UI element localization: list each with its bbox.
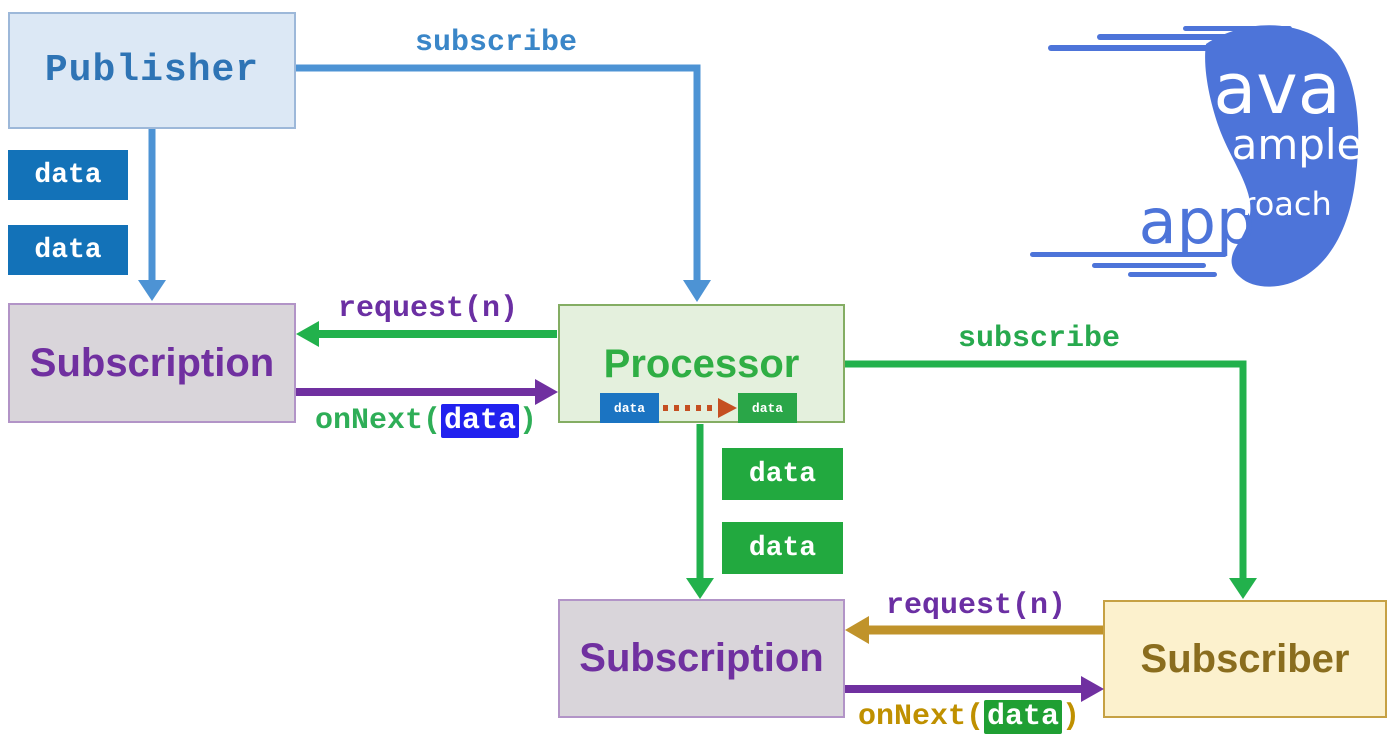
arrow-processor-to-subscription-bottom (686, 424, 714, 599)
subscribe-label-green: subscribe (958, 322, 1121, 356)
onnext-label-bottom: onNext(data) (858, 700, 1080, 734)
logo-stripe-bottom-2 (1092, 263, 1206, 268)
onnext-close: ) (519, 404, 538, 438)
publisher-data-token-2: data (8, 225, 128, 275)
logo-text-ava: ava (1213, 48, 1340, 130)
onnext-open: onNext( (315, 404, 442, 438)
request-label-top: request(n) (338, 292, 519, 326)
processor-label: Processor (603, 342, 800, 386)
onnext-arrow-subscription-to-processor (296, 379, 558, 405)
processor-input-token: data (600, 393, 659, 423)
processor-data-token-2: data (722, 522, 843, 574)
processor-output-token: data (738, 393, 797, 423)
request-label-bottom: request(n) (886, 589, 1067, 623)
onnext-data-token-blue: data (441, 404, 520, 438)
subscribe-label-top: subscribe (415, 26, 578, 60)
publisher-data-token-1: data (8, 150, 128, 200)
logo-text-roach: roach (1242, 185, 1332, 223)
logo-stripe-bottom-1 (1030, 252, 1227, 257)
logo-text-ample: ample (1232, 120, 1363, 169)
subscription-left-node: Subscription (8, 303, 296, 423)
subscribe-arrow-processor-to-subscriber (845, 360, 1257, 599)
onnext-open-bottom: onNext( (858, 700, 985, 734)
processor-data-token-1: data (722, 448, 843, 500)
publisher-label: Publisher (44, 49, 260, 92)
arrow-publisher-to-subscription (138, 129, 166, 301)
onnext-arrow-subscription-to-subscriber (845, 676, 1104, 702)
onnext-close-bottom: ) (1062, 700, 1081, 734)
subscription-bottom-node: Subscription (558, 599, 845, 718)
logo-text-app: app (1139, 185, 1256, 258)
subscriber-label: Subscriber (1140, 636, 1350, 681)
logo-stripe-top-3 (1048, 45, 1235, 51)
publisher-node: Publisher (8, 12, 296, 129)
brand-logo: ava ample app roach (1030, 25, 1363, 287)
logo-blob (1205, 25, 1359, 287)
onnext-data-token-green: data (984, 700, 1063, 734)
onnext-label-top: onNext(data) (315, 404, 537, 438)
subscriber-node: Subscriber (1103, 600, 1387, 718)
subscription-left-label: Subscription (29, 340, 275, 385)
logo-stripe-bottom-3 (1128, 272, 1217, 277)
subscription-bottom-label: Subscription (579, 636, 824, 680)
subscribe-arrow-publisher-to-processor (296, 64, 711, 302)
